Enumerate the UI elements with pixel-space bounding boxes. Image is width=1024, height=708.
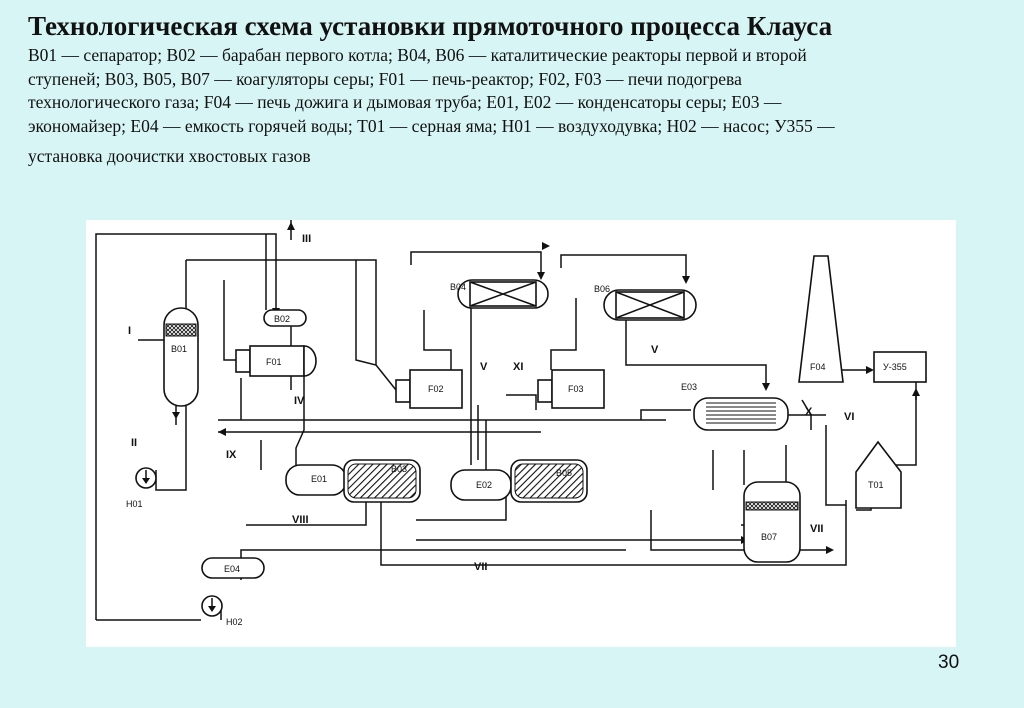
stream-7b: VII — [810, 523, 823, 535]
label-f01: F01 — [266, 357, 282, 367]
stream-labels: I II III IV V V VI VII VII VIII IX X XI — [128, 233, 854, 573]
stream-4: IV — [294, 395, 305, 407]
pipelines — [95, 220, 917, 621]
legend-line-4: экономайзер; E04 — емкость горячей воды;… — [28, 115, 835, 136]
drum-b02: B02 — [263, 309, 307, 327]
equipment-legend: B01 — сепаратор; B02 — барабан первого к… — [28, 44, 1003, 169]
label-b02: B02 — [274, 314, 290, 324]
label-b06: B06 — [594, 284, 610, 294]
sulfur-pit-t01: T01 — [855, 440, 902, 509]
stream-7a: VII — [474, 561, 487, 573]
label-e04: E04 — [224, 564, 240, 574]
label-e03: E03 — [681, 382, 697, 392]
stream-9: IX — [226, 449, 237, 461]
label-e01: E01 — [311, 474, 327, 484]
label-b03: B03 — [391, 464, 407, 474]
label-f03: F03 — [568, 384, 584, 394]
label-b07: B07 — [761, 532, 777, 542]
process-flow-diagram: B01 B02 F01 F02 F03 B04 B06 — [86, 220, 956, 647]
stream-3: III — [302, 233, 311, 245]
slide-title: Технологическая схема установки прямоточ… — [28, 11, 833, 41]
blower-h01: H01 — [126, 467, 157, 509]
label-b04: B04 — [450, 282, 466, 292]
furnace-f01: F01 — [235, 345, 317, 377]
stream-6: VI — [844, 411, 854, 423]
stream-10: X — [805, 406, 813, 418]
label-b01: B01 — [171, 344, 187, 354]
condenser-e01: E01 — [285, 459, 421, 503]
pump-h02: H02 — [201, 595, 243, 627]
tail-gas-unit-u355: У-355 — [873, 351, 927, 383]
label-u355: У-355 — [883, 362, 907, 372]
stream-2: II — [131, 437, 137, 449]
condenser-e02: E02 — [450, 459, 588, 503]
label-t01: T01 — [868, 480, 884, 490]
legend-line-1: B01 — сепаратор; B02 — барабан первого к… — [28, 45, 807, 65]
label-f04: F04 — [810, 362, 826, 372]
legend-line-3: технологического газа; F04 — печь дожига… — [28, 92, 782, 112]
stack-f04: F04 — [798, 255, 844, 383]
heater-f03: F03 — [537, 369, 605, 409]
separator-b01: B01 — [163, 307, 199, 425]
slide-number: 30 — [938, 652, 960, 673]
stream-5b: V — [651, 344, 659, 356]
hot-water-tank-e04: E04 — [201, 557, 265, 579]
stream-8: VIII — [292, 514, 309, 526]
legend-line-2: ступеней; B03, B05, B07 — коагуляторы се… — [28, 68, 742, 89]
label-h01: H01 — [126, 499, 143, 509]
heater-f02: F02 — [395, 369, 463, 409]
stream-11: XI — [513, 361, 523, 373]
label-h02: H02 — [226, 617, 243, 627]
label-f02: F02 — [428, 384, 444, 394]
stream-1: I — [128, 325, 131, 337]
label-e02: E02 — [476, 480, 492, 490]
reactor-b06: B06 — [594, 284, 697, 321]
label-b05: B05 — [556, 468, 572, 478]
coagulator-b07: B07 — [743, 481, 801, 563]
economizer-e03: E03 — [681, 382, 789, 431]
reactor-b04: B04 — [450, 279, 549, 309]
legend-line-5: установка доочистки хвостовых газов — [28, 146, 311, 166]
stream-5a: V — [480, 361, 488, 373]
